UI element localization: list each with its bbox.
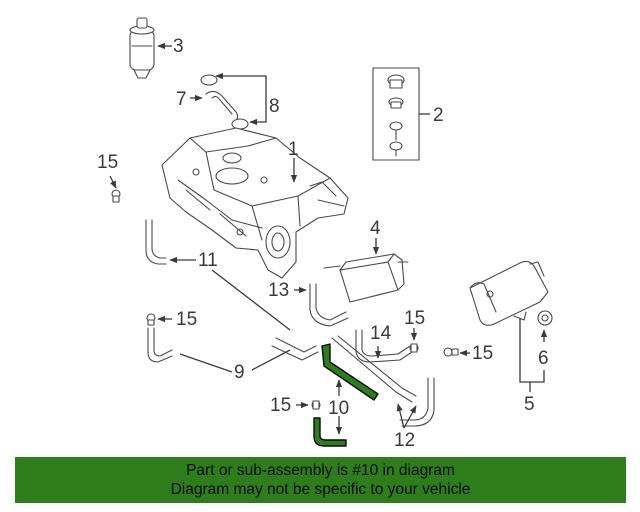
part-3-filter[interactable] <box>129 17 155 79</box>
banner-line-1: Part or sub-assembly is #10 in diagram <box>186 462 455 479</box>
label-6: 6 <box>538 348 549 369</box>
part-1-transmission[interactable] <box>161 127 349 279</box>
label-15-a: 15 <box>97 152 118 173</box>
label-14: 14 <box>370 323 392 344</box>
label-15-c: 15 <box>404 308 425 329</box>
part-4-module[interactable] <box>323 253 409 303</box>
label-13: 13 <box>268 280 289 301</box>
label-15-b: 15 <box>176 309 197 330</box>
part-15-bolt-d[interactable] <box>443 347 459 357</box>
info-banner: Part or sub-assembly is #10 in diagram D… <box>15 457 626 503</box>
label-12: 12 <box>394 430 415 451</box>
part-11-hose[interactable] <box>145 219 167 265</box>
part-15-bolt-a[interactable] <box>111 189 121 203</box>
part-9-hose[interactable] <box>147 327 319 363</box>
part-15-bolt-c[interactable] <box>409 343 419 353</box>
label-5: 5 <box>524 394 535 415</box>
part-7-hose[interactable] <box>205 90 239 123</box>
label-9: 9 <box>234 362 245 383</box>
part-5-canister[interactable] <box>469 260 549 326</box>
label-4: 4 <box>370 218 381 239</box>
label-15-e: 15 <box>270 395 291 416</box>
label-2: 2 <box>433 105 444 126</box>
label-1: 1 <box>288 139 299 160</box>
label-10: 10 <box>328 398 349 419</box>
part-12-hose[interactable] <box>331 335 435 427</box>
part-15-bolt-b[interactable] <box>146 313 156 326</box>
part-8-clamp[interactable] <box>200 74 249 130</box>
label-7: 7 <box>176 89 187 110</box>
part-2-mount-kit[interactable] <box>372 67 420 161</box>
label-15-d: 15 <box>472 343 493 364</box>
parts-diagram: 3 7 8 2 <box>97 17 553 451</box>
label-11: 11 <box>198 250 218 271</box>
label-3: 3 <box>173 36 184 57</box>
part-13-hose[interactable] <box>309 283 349 327</box>
banner-line-2: Diagram may not be specific to your vehi… <box>170 481 471 498</box>
part-10-hose-highlighted[interactable] <box>313 343 379 447</box>
part-15-bolt-e[interactable] <box>311 400 321 410</box>
label-8: 8 <box>269 96 280 117</box>
part-6-cap[interactable] <box>537 310 553 326</box>
